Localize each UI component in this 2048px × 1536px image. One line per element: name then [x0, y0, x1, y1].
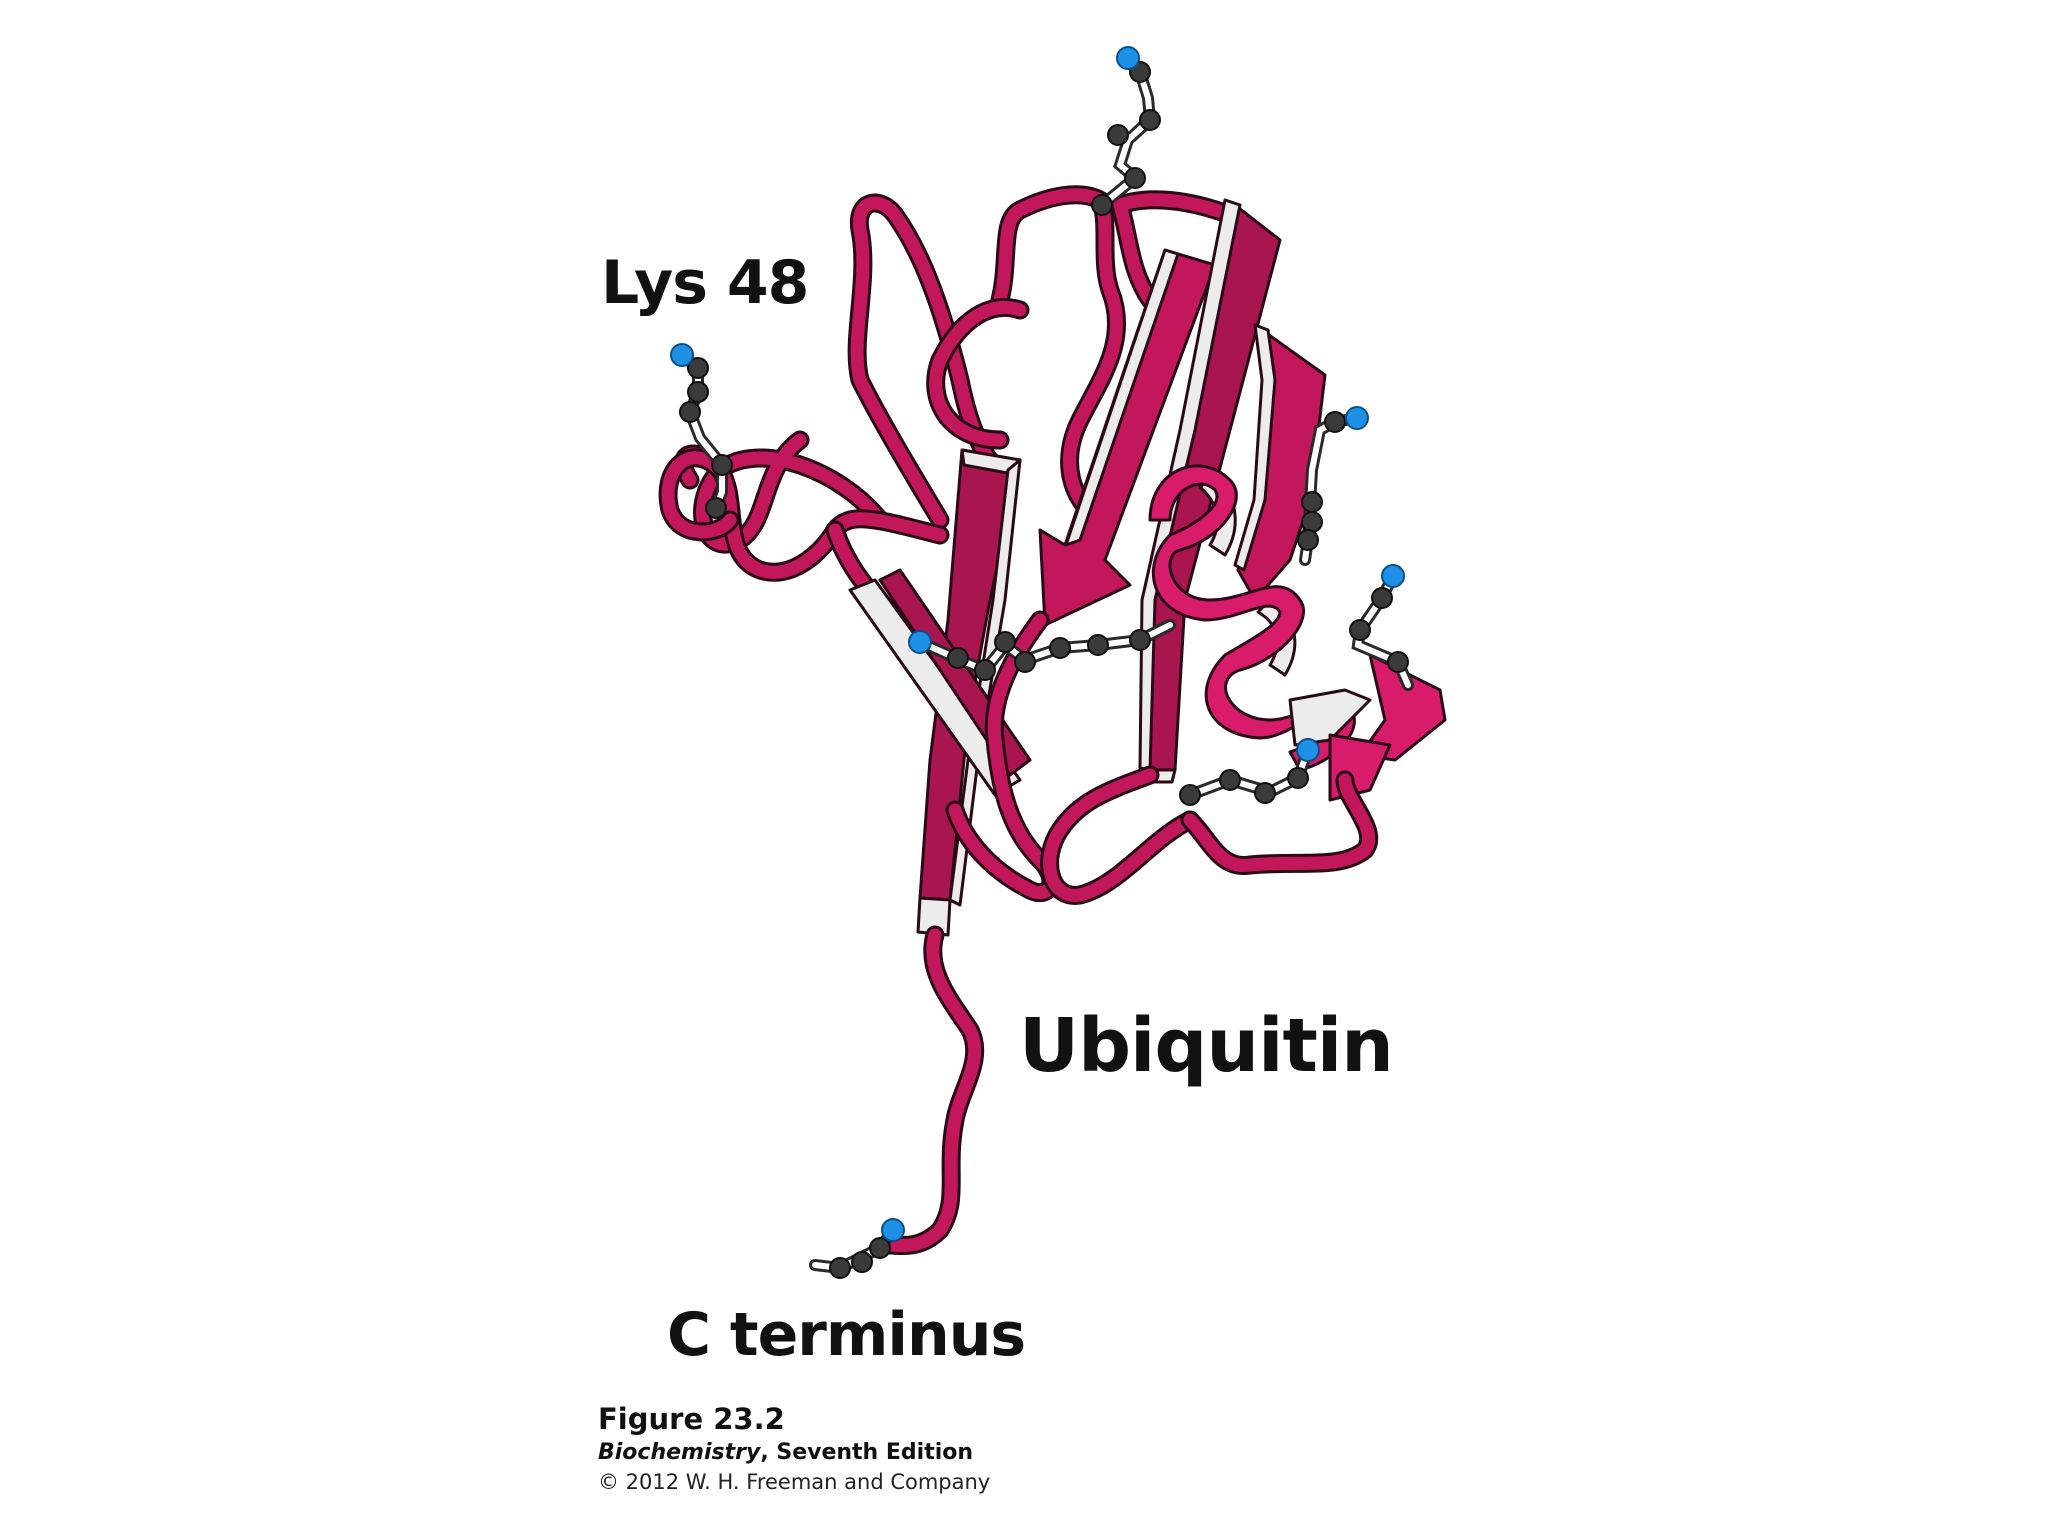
c-terminus-label: C terminus	[667, 1300, 1025, 1370]
figure-number: Figure 23.2	[598, 1402, 990, 1436]
right-turn	[1290, 655, 1445, 800]
book-reference: Biochemistry, Seventh Edition	[598, 1440, 990, 1465]
book-edition: , Seventh Edition	[760, 1440, 973, 1465]
lys-side-chain-lower	[1180, 739, 1319, 805]
c-terminus-side-chain	[815, 1219, 904, 1278]
lys48-label: Lys 48	[601, 248, 808, 318]
book-title: Biochemistry	[598, 1440, 760, 1465]
lys-side-chain-top	[1092, 47, 1160, 215]
figure-caption: Figure 23.2 Biochemistry, Seventh Editio…	[598, 1402, 990, 1494]
copyright-notice: © 2012 W. H. Freeman and Company	[598, 1470, 990, 1494]
ubiquitin-label: Ubiquitin	[1019, 1003, 1393, 1089]
